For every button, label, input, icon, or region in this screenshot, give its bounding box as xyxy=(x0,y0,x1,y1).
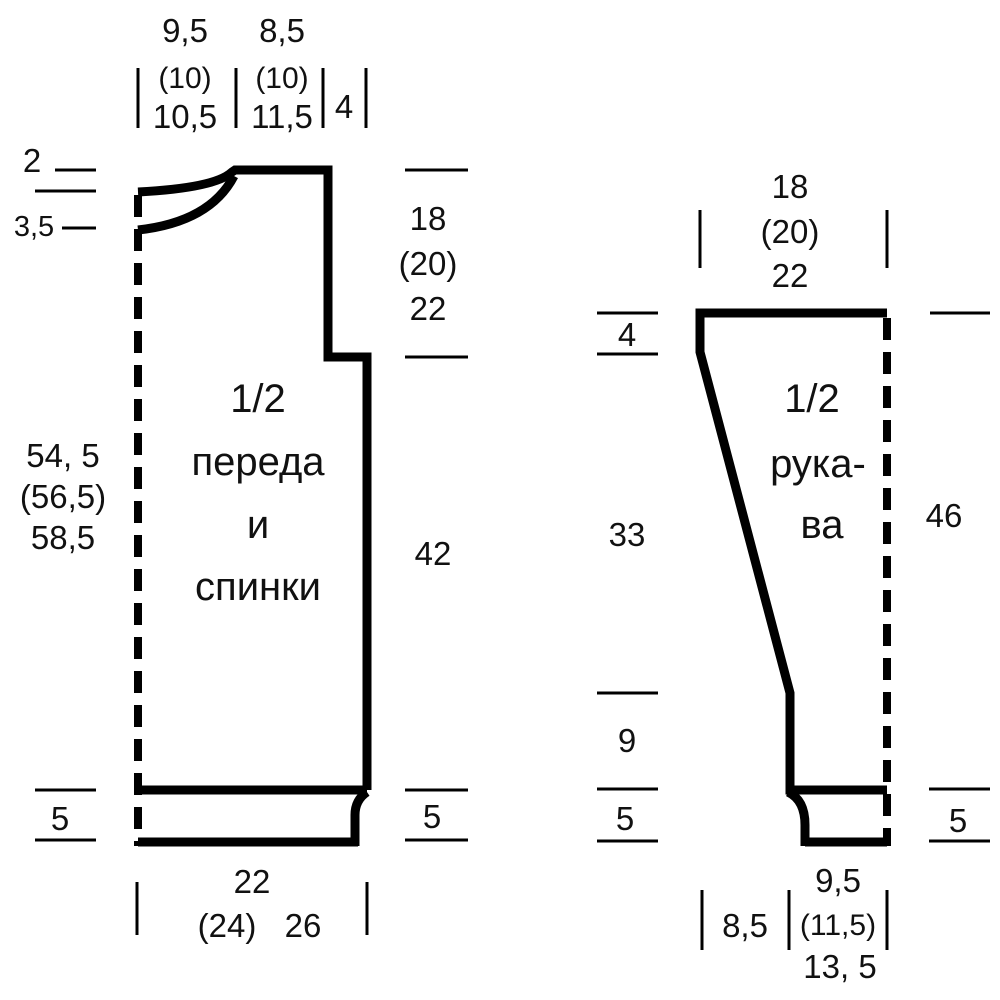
neck-depth-front: 3,5 xyxy=(14,211,54,243)
body-neckline-front xyxy=(137,173,238,235)
body-title-line1: 1/2 xyxy=(230,377,286,421)
sleeve-cuff-right: 5 xyxy=(949,802,967,839)
sleeve-cuff-side xyxy=(785,787,810,846)
sleeve-cuff-left: 5 xyxy=(616,800,634,837)
body-piece: 1/2 переда и спинки 9,5 (10) 10,5 8,5 (1… xyxy=(14,12,468,944)
sleeve-bottom-right-1: 9,5 xyxy=(815,862,861,899)
sleeve-bottom-right-2: (11,5) xyxy=(800,909,876,942)
top-dimension: 9,5 (10) 10,5 8,5 (10) 11,5 4 xyxy=(136,12,368,135)
sleeve-outline xyxy=(695,308,887,795)
sleeve-straight-height: 9 xyxy=(618,722,636,759)
bottom-width-2: (24) xyxy=(198,907,257,944)
body-title-line3: и xyxy=(247,503,269,547)
sleeve-top-width-3: 22 xyxy=(772,257,809,294)
armhole-height-1: 18 xyxy=(410,200,447,237)
sleeve-top-height: 4 xyxy=(618,316,636,353)
shoulder-width-2: (10) xyxy=(255,62,308,95)
sleeve-bottom-right-3: 13, 5 xyxy=(803,948,876,985)
sleeve-total-length: 46 xyxy=(926,497,963,534)
neck-width-2: (10) xyxy=(158,62,211,95)
sleeve-title-line1: 1/2 xyxy=(784,377,840,421)
body-length-3: 58,5 xyxy=(31,519,95,556)
body-length-2: (56,5) xyxy=(20,478,106,515)
neck-width-3: 10,5 xyxy=(153,98,217,135)
shoulder-width-3: 11,5 xyxy=(251,98,313,135)
hem-right: 5 xyxy=(423,798,441,835)
body-title-line4: спинки xyxy=(195,565,321,609)
armhole-step-width: 4 xyxy=(335,88,353,125)
body-outline xyxy=(137,165,372,790)
hem-left: 5 xyxy=(51,800,69,837)
armhole-height-3: 22 xyxy=(410,290,447,327)
body-length-1: 54, 5 xyxy=(26,437,99,474)
sleeve-taper-height: 33 xyxy=(609,516,646,553)
neck-width-1: 9,5 xyxy=(162,12,208,49)
side-length: 42 xyxy=(415,535,452,572)
sleeve-title-line3: ва xyxy=(800,503,844,547)
armhole-height-2: (20) xyxy=(399,245,458,282)
sleeve-piece: 1/2 рука- ва 18 (20) 22 4 33 9 5 46 5 8,… xyxy=(597,168,990,985)
bottom-width-1: 22 xyxy=(234,863,271,900)
sleeve-top-width-2: (20) xyxy=(761,213,820,250)
shoulder-width-1: 8,5 xyxy=(259,12,305,49)
bottom-width-3: 26 xyxy=(285,907,322,944)
sleeve-top-width-1: 18 xyxy=(772,168,809,205)
sleeve-title-line2: рука- xyxy=(770,442,866,486)
neck-depth-back: 2 xyxy=(23,142,41,179)
body-title-line2: переда xyxy=(191,440,325,484)
body-hem-side xyxy=(350,788,370,846)
sleeve-bottom-left: 8,5 xyxy=(722,907,768,944)
